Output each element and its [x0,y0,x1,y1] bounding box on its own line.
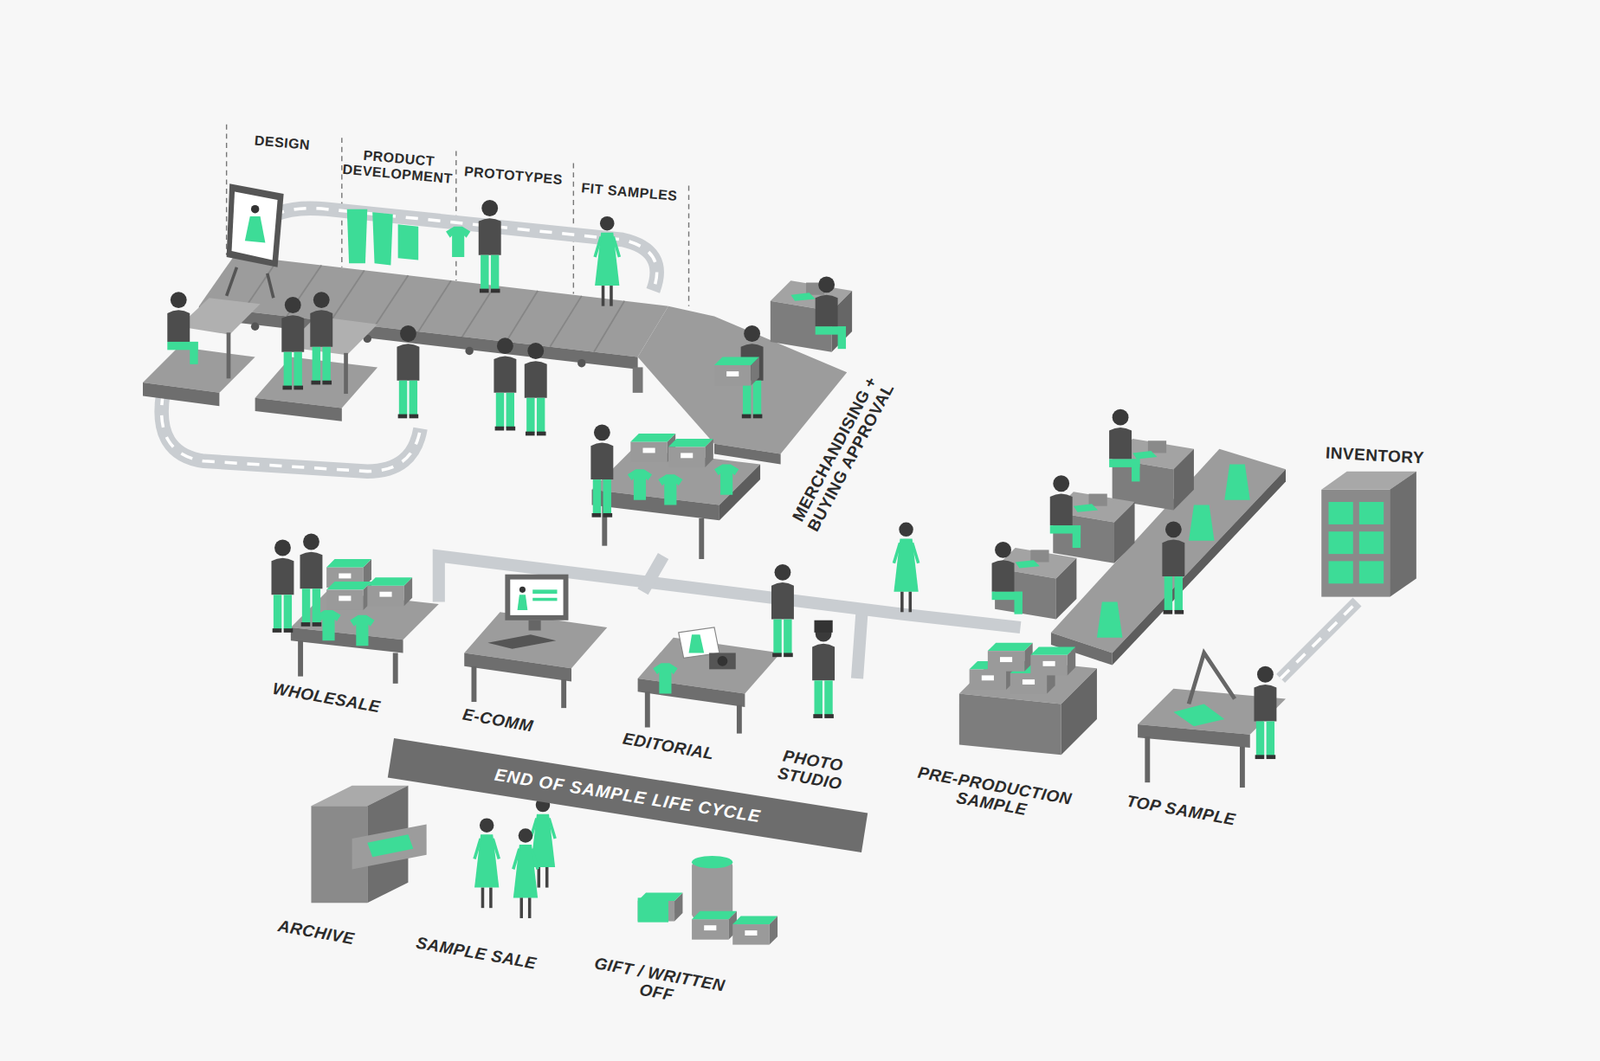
production [959,409,1417,788]
flow-path [161,208,1358,679]
channels [271,522,919,735]
top-conveyor [142,183,847,465]
